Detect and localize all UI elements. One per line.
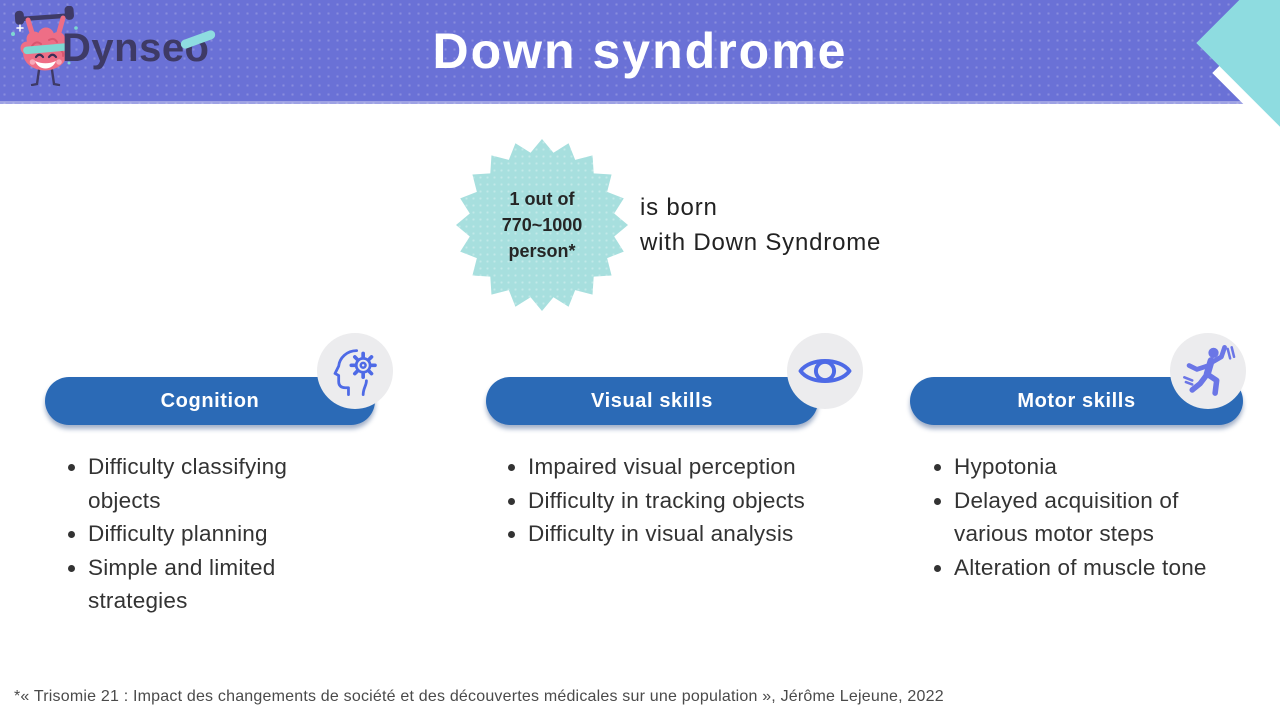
list-item: Difficulty planning	[88, 517, 326, 551]
list-item: Impaired visual perception	[528, 450, 878, 484]
stat-badge-line-1: 1 out of	[509, 188, 575, 209]
head-gear-icon	[333, 349, 377, 397]
corner-accent-teal	[1196, 0, 1280, 213]
cognition-bullet-list: Difficulty classifying objects Difficult…	[62, 450, 326, 618]
stat-caption-line-2: with Down Syndrome	[640, 229, 882, 256]
stat-badge-line-3: person*	[508, 241, 576, 262]
list-item: Alteration of muscle tone	[954, 551, 1222, 585]
list-item: Difficulty in visual analysis	[528, 517, 878, 551]
list-item: Hypotonia	[954, 450, 1222, 484]
visual-bullet-list: Impaired visual perception Difficulty in…	[502, 450, 878, 551]
motor-icon-circle	[1170, 333, 1246, 409]
pill-motor-skills-label: Motor skills	[1017, 389, 1136, 412]
stat-caption: is born with Down Syndrome	[640, 190, 881, 260]
list-item: Difficulty in tracking objects	[528, 484, 878, 518]
stat-badge-line-2: 770~1000	[501, 214, 583, 235]
motor-bullet-list: Hypotonia Delayed acquisition of various…	[928, 450, 1222, 584]
brain-mascot-icon	[11, 6, 78, 87]
list-item: Simple and limited strategies	[88, 551, 326, 618]
eye-icon	[798, 358, 852, 384]
stat-starburst: 1 out of 770~1000 person*	[456, 139, 628, 311]
pill-cognition-label: Cognition	[160, 389, 260, 412]
cognition-icon-circle	[317, 333, 393, 409]
dancing-person-icon	[1183, 344, 1236, 396]
list-item: Difficulty classifying objects	[88, 450, 326, 517]
list-item: Delayed acquisition of various motor ste…	[954, 484, 1222, 551]
header-bar: Down syndrome	[0, 0, 1280, 104]
pill-visual-skills-label: Visual skills	[591, 389, 713, 412]
dynseo-logo: Dynseo	[8, 6, 248, 98]
pill-visual-skills: Visual skills	[486, 377, 818, 425]
logo-wordmark: Dynseo	[62, 26, 210, 70]
footer-citation: *« Trisomie 21 : Impact des changements …	[14, 688, 944, 705]
stat-badge-text: 1 out of 770~1000 person*	[502, 186, 583, 264]
stat-caption-line-1: is born	[640, 194, 718, 221]
visual-icon-circle	[787, 333, 863, 409]
page-title: Down syndrome	[432, 23, 848, 79]
